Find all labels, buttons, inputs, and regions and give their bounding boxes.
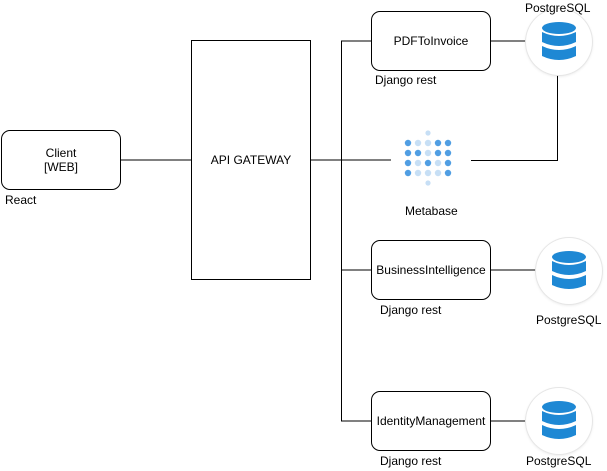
metabase-label: Metabase: [405, 204, 458, 218]
pdftoinvoice-database-node[interactable]: [526, 9, 592, 75]
businessintelligence-tech-label: Django rest: [380, 303, 442, 317]
api-gateway-node[interactable]: API GATEWAY: [191, 40, 311, 280]
api-gateway-label: API GATEWAY: [210, 153, 292, 167]
client-label: Client: [45, 146, 77, 160]
identitymanagement-database-node[interactable]: [526, 388, 592, 454]
pdftoinvoice-label: PDFToInvoice: [393, 34, 469, 48]
identitymanagement-service-node[interactable]: IdentityManagement: [371, 391, 491, 451]
identitymanagement-db-label: PostgreSQL: [526, 454, 592, 468]
client-tech-label: React: [5, 193, 37, 207]
pdftoinvoice-tech-label: Django rest: [375, 73, 437, 87]
businessintelligence-label: BusinessIntelligence: [376, 263, 486, 277]
metabase-logo-icon: [404, 130, 452, 186]
businessintelligence-db-label: PostgreSQL: [536, 313, 602, 327]
metabase-node[interactable]: [391, 125, 471, 195]
identitymanagement-tech-label: Django rest: [380, 454, 442, 468]
client-web-node[interactable]: Client [WEB]: [1, 130, 121, 190]
businessintelligence-database-node[interactable]: [536, 238, 602, 304]
businessintelligence-service-node[interactable]: BusinessIntelligence: [371, 240, 491, 300]
database-icon: [552, 251, 586, 289]
db-metabase-connector: [471, 75, 558, 161]
pdftoinvoice-service-node[interactable]: PDFToInvoice: [371, 11, 491, 71]
identitymanagement-label: IdentityManagement: [376, 414, 486, 428]
pdftoinvoice-db-label: PostgreSQL: [525, 1, 591, 15]
database-icon: [542, 22, 576, 60]
client-type-label: [WEB]: [43, 160, 78, 174]
database-icon: [542, 401, 576, 439]
